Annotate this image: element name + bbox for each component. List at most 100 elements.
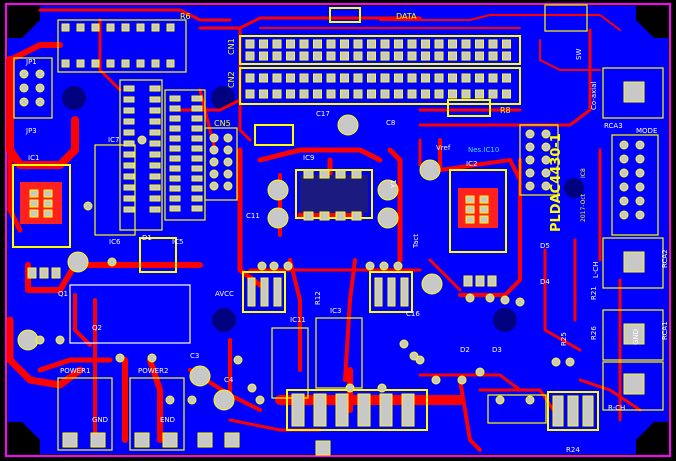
ic11-outline [271, 327, 309, 399]
soic-pin [149, 96, 161, 103]
header-pad [367, 73, 376, 83]
header-pad [313, 73, 322, 83]
data-label: DATA [396, 12, 417, 21]
capacitor-pad [189, 365, 211, 387]
soic-pin [149, 85, 161, 92]
soic-pin [169, 155, 181, 162]
soic-pin [169, 185, 181, 192]
capacitor-pad [337, 114, 359, 136]
via [565, 357, 575, 367]
jp3-label: JP3 [25, 127, 37, 135]
corner-cutout-bottom-left [8, 422, 40, 454]
power-pad [134, 432, 150, 448]
diode-box [254, 124, 294, 146]
r8-label: R8 [500, 106, 511, 115]
d2-label: D2 [460, 346, 470, 354]
power-pad [197, 432, 213, 448]
cn5-pad [209, 145, 219, 155]
via [187, 395, 197, 405]
power1-label: POWER1 [60, 367, 90, 375]
header-pad [394, 89, 403, 99]
corner-cutout-top-left [8, 6, 40, 38]
end-label: END [160, 416, 175, 424]
rca3-outline [602, 67, 664, 119]
ic2-label: IC2 [466, 160, 477, 168]
ic-pin [136, 59, 145, 68]
soic-pin [123, 162, 135, 169]
d1-label: D1 [142, 234, 152, 242]
corner-cutout-bottom-right [636, 422, 668, 454]
via [551, 357, 561, 367]
resistor-body [552, 395, 564, 427]
chip-pad [319, 211, 330, 221]
c8-label: C8 [386, 119, 395, 127]
capacitor-pad [419, 159, 441, 181]
header-pad [326, 73, 336, 83]
mounting-hole [211, 86, 235, 110]
r-ch-label: R-CH [608, 404, 625, 412]
regulator-pad [43, 199, 53, 208]
rca2-outline [602, 237, 664, 289]
mode-label: MODE [636, 127, 657, 135]
soic-pin [169, 165, 181, 172]
header-pad [299, 73, 309, 83]
c11-label: C11 [246, 212, 260, 220]
via [247, 383, 257, 393]
soic-pin [149, 107, 161, 114]
ic2-regulator-outline [449, 169, 507, 253]
via [165, 395, 175, 405]
via [269, 261, 279, 271]
header-pad [434, 39, 444, 49]
via [365, 261, 375, 271]
soic-pin [191, 105, 203, 112]
soic-pin [191, 165, 203, 172]
regulator-pad [29, 189, 39, 198]
regulator-pad [465, 195, 475, 204]
regulator-pad [43, 189, 53, 198]
header-pad [367, 39, 376, 49]
regulator-leg [475, 275, 485, 287]
regulator-pad [29, 209, 39, 218]
via [377, 383, 387, 393]
chip-pad [335, 169, 346, 179]
chip-pad [335, 211, 346, 221]
header-pad [434, 89, 444, 99]
header-pad [286, 73, 295, 83]
mode-pad [635, 210, 645, 220]
jp-pad [525, 181, 535, 191]
soic-pin [169, 195, 181, 202]
header-pad [488, 89, 498, 99]
q1-label: Q1 [58, 290, 68, 298]
via [409, 351, 419, 361]
header-pad [461, 89, 471, 99]
y1-label: Y1 [390, 179, 398, 189]
ic9-label: IC9 [303, 154, 314, 162]
header-pad [353, 39, 363, 49]
r12-label: R12 [314, 291, 322, 305]
soic-pin [191, 155, 203, 162]
mode-pad [635, 196, 645, 206]
header-pad [313, 51, 322, 61]
ic1-regulator-outline [12, 164, 71, 248]
via [431, 375, 441, 385]
ic-pin [76, 59, 85, 68]
mode-pad [619, 168, 629, 178]
resistor-body [273, 277, 282, 307]
rca-pad [623, 323, 645, 345]
copper-pour [8, 6, 668, 454]
header-pad [313, 39, 322, 49]
header-pad [259, 39, 268, 49]
r6-label: R6 [180, 12, 191, 21]
chip-pad [303, 169, 314, 179]
mode-pad [619, 182, 629, 192]
header-pad [245, 89, 255, 99]
header-pad [461, 73, 471, 83]
header-pad [272, 51, 282, 61]
soic-pin [123, 129, 135, 136]
resistor-r8 [447, 99, 491, 117]
soic-pin [123, 206, 135, 213]
c3-label: C3 [190, 352, 199, 360]
jp-pad [35, 83, 45, 93]
ic-pin [166, 23, 175, 32]
